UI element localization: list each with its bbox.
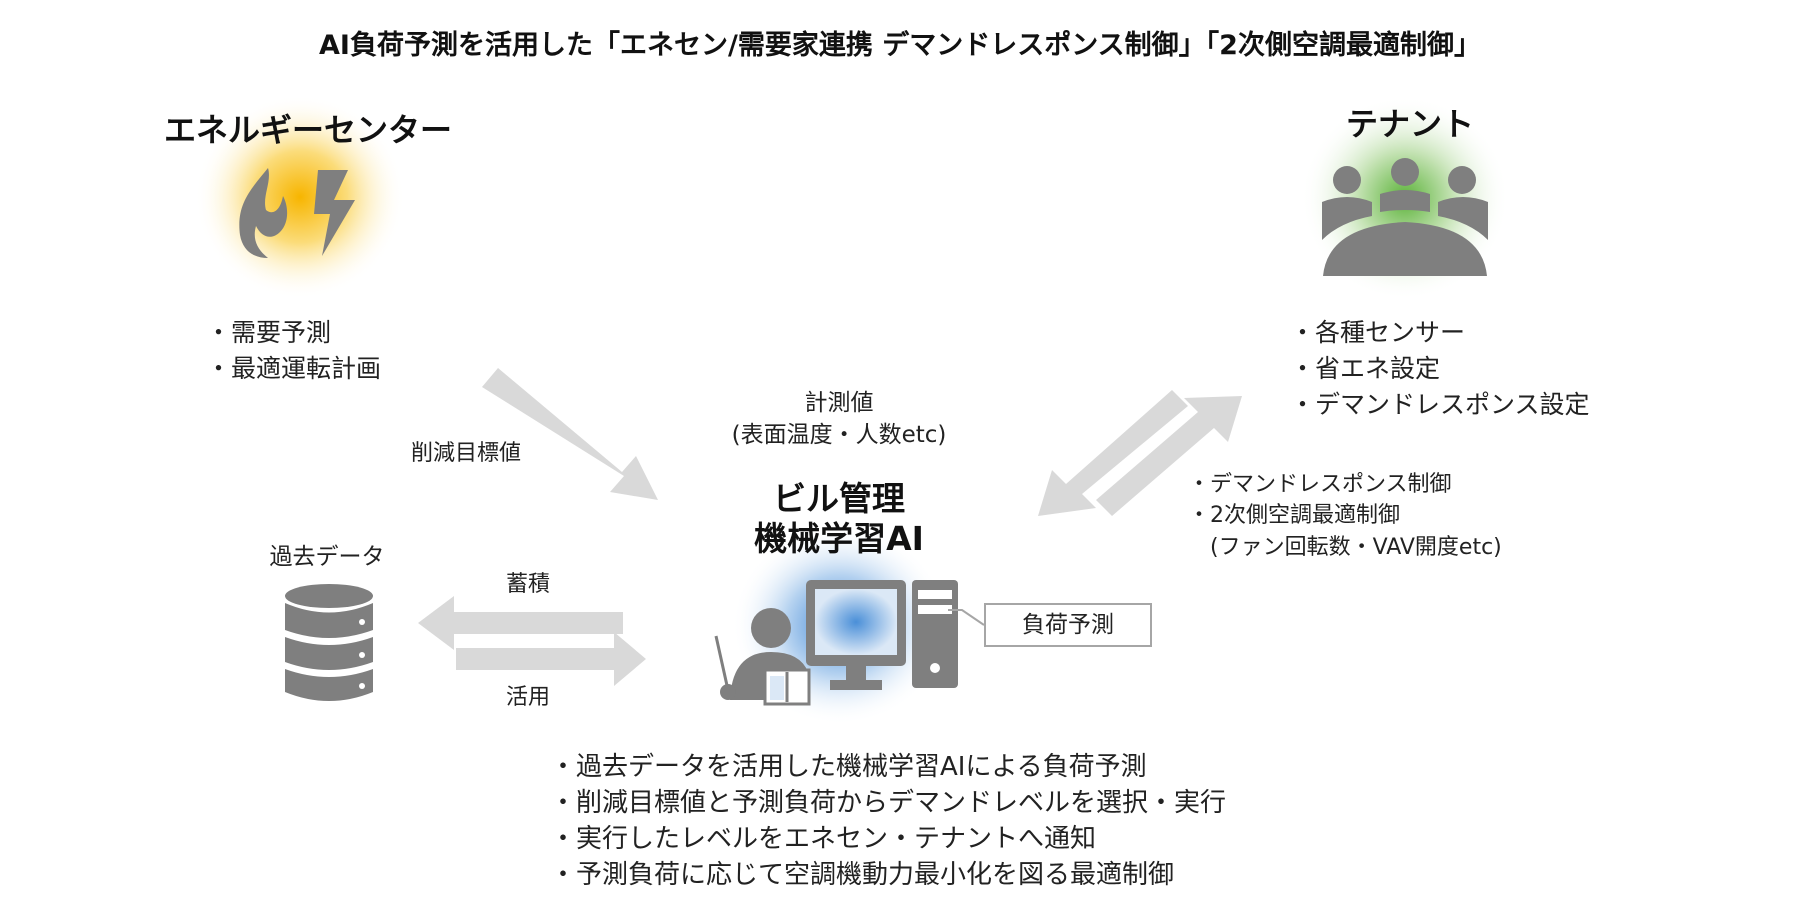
control-item-detail: (ファン回転数・VAV開度etc) [1210,535,1502,560]
control-item-1: ・デマンドレスポンス制御 [1188,472,1452,497]
control-item-2: ・2次側空調最適制御 [1188,503,1400,528]
tenant-items: ・各種センサー ・省エネ設定 ・デマンドレスポンス設定 [1290,320,1590,428]
ai-title-line1: ビル管理 [773,479,905,518]
load-forecast-callout: 負荷予測 [984,603,1152,647]
arrow-tenant-to-ai [1038,390,1188,516]
measurement-label: 計測値 [804,390,874,416]
ai-title-line2: 機械学習AI [754,519,924,558]
page-title: AI負荷予測を活用した「エネセン/需要家連携 デマンドレスポンス制御」「2次側空… [319,30,1481,61]
history-data-label: 過去データ [269,544,385,570]
flame-lightning-icon [239,168,355,258]
computer-icon [806,580,958,690]
list-item: ・最適運転計画 [206,354,382,383]
use-label: 活用 [505,685,551,710]
list-item: ・需要予測 [206,318,332,347]
energy-center-label: エネルギーセンター [163,111,453,149]
callout-connector [948,609,985,626]
reduction-target-label: 削減目標値 [410,441,522,466]
summary-list: ・過去データを活用した機械学習AIによる負荷予測 ・削減目標値と予測負荷からデマ… [550,754,1226,898]
measurement-detail: (表面温度・人数etc) [731,422,947,448]
list-item: ・過去データを活用した機械学習AIによる負荷予測 [550,752,1147,782]
database-icon [285,584,373,701]
list-item: ・予測負荷に応じて空調機動力最小化を図る最適制御 [550,860,1175,890]
store-label: 蓄積 [505,572,551,597]
people-meeting-icon [1322,158,1488,276]
person-teacher-icon [714,608,811,706]
list-item: ・デマンドレスポンス設定 [1290,390,1590,419]
list-item: ・省エネ設定 [1290,354,1441,383]
arrow-use [456,632,646,686]
list-item: ・削減目標値と予測負荷からデマンドレベルを選択・実行 [550,788,1227,818]
arrow-energy-to-ai [482,368,658,500]
list-item: ・各種センサー [1290,318,1466,347]
tenant-label: テナント [1345,105,1475,143]
energy-center-items: ・需要予測 ・最適運転計画 [206,320,381,392]
arrow-store [418,596,623,650]
arrow-ai-to-tenant [1096,396,1242,516]
list-item: ・実行したレベルをエネセン・テナントへ通知 [550,824,1097,854]
